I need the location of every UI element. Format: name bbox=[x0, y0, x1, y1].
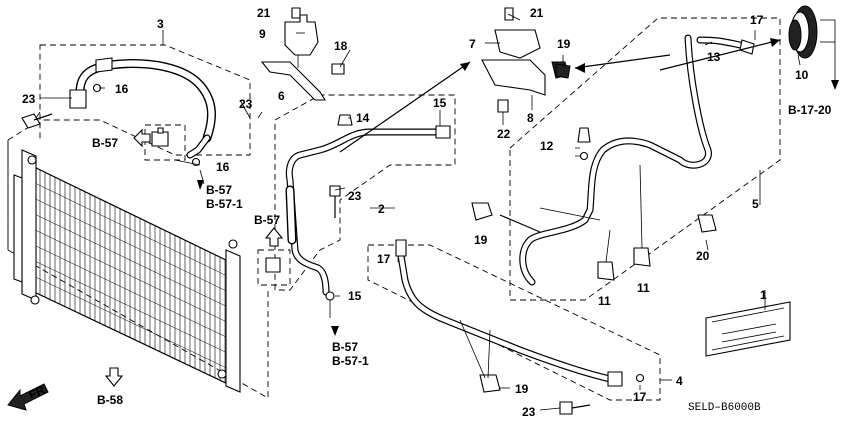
callout-9: 9 bbox=[259, 27, 266, 41]
callout-23d: 23 bbox=[522, 405, 536, 419]
callout-1: 1 bbox=[760, 288, 767, 302]
bracket-right-center bbox=[481, 7, 569, 113]
callout-23b: 23 bbox=[239, 97, 253, 111]
ref-b57-1-a: B-57-1 bbox=[206, 197, 243, 211]
callout-12: 12 bbox=[540, 139, 554, 153]
bracket-top-center bbox=[260, 7, 345, 101]
diagram-code: SELD–B6000B bbox=[688, 402, 761, 414]
condenser-tube bbox=[29, 227, 231, 324]
callout-22: 22 bbox=[497, 127, 511, 141]
callout-17c: 17 bbox=[633, 390, 647, 404]
condenser-tube bbox=[29, 196, 231, 293]
receiver-line bbox=[509, 17, 781, 301]
leader-lines bbox=[35, 13, 801, 411]
front-label: FR. bbox=[27, 381, 50, 402]
callout-5: 5 bbox=[752, 197, 759, 211]
callout-17b: 17 bbox=[377, 252, 391, 266]
callout-20: 20 bbox=[696, 249, 710, 263]
callout-15a: 15 bbox=[433, 96, 447, 110]
condenser bbox=[7, 119, 269, 399]
callout-8: 8 bbox=[527, 111, 534, 125]
reference-arrows bbox=[104, 128, 284, 387]
callout-23a: 23 bbox=[22, 92, 36, 106]
label-plate bbox=[705, 301, 791, 357]
callout-16b: 16 bbox=[216, 160, 230, 174]
callout-18: 18 bbox=[334, 39, 348, 53]
callout-17a: 17 bbox=[750, 13, 764, 27]
ref-b57-mid: B-57 bbox=[254, 213, 280, 227]
callout-19b: 19 bbox=[474, 233, 488, 247]
discharge-hose bbox=[21, 44, 251, 167]
callout-11a: 11 bbox=[598, 294, 611, 308]
callout-21b: 21 bbox=[530, 6, 544, 20]
suction-pipe bbox=[257, 94, 456, 301]
callout-23c: 23 bbox=[348, 189, 362, 203]
ref-b57-left: B-57 bbox=[92, 136, 118, 150]
front-direction-arrow bbox=[7, 383, 49, 411]
callout-labels: 3 23 16 16 21 9 18 23 6 14 15 2 23 15 7 … bbox=[22, 6, 809, 419]
callout-13: 13 bbox=[707, 50, 721, 64]
condenser-tube bbox=[29, 211, 231, 309]
compressor bbox=[788, 5, 818, 59]
callout-10: 10 bbox=[795, 68, 809, 82]
callout-16a: 16 bbox=[115, 82, 129, 96]
callout-2: 2 bbox=[378, 202, 385, 216]
ref-b57-a: B-57 bbox=[206, 183, 232, 197]
arrow-heads bbox=[197, 19, 839, 336]
condenser-tube bbox=[29, 180, 231, 278]
ref-b57-b: B-57 bbox=[332, 340, 358, 354]
condenser-tube bbox=[29, 242, 231, 340]
callout-19c: 19 bbox=[515, 382, 529, 396]
condenser-tube bbox=[29, 258, 231, 355]
condenser-tube bbox=[29, 274, 231, 370]
clamps bbox=[471, 63, 717, 393]
ref-b17-20: B-17-20 bbox=[788, 103, 832, 117]
reference-labels: B-57 B-57 B-57-1 B-57 B-57 B-57-1 B-58 B… bbox=[27, 103, 832, 414]
callout-15b: 15 bbox=[348, 289, 362, 303]
callout-4: 4 bbox=[676, 374, 683, 388]
callout-7: 7 bbox=[469, 37, 476, 51]
callout-11b: 11 bbox=[637, 281, 650, 295]
ref-b57-1-b: B-57-1 bbox=[332, 354, 369, 368]
liquid-line bbox=[367, 239, 661, 415]
callout-19a: 19 bbox=[557, 37, 571, 51]
callout-3: 3 bbox=[157, 17, 164, 31]
ref-b58: B-58 bbox=[97, 393, 123, 407]
callout-6: 6 bbox=[278, 89, 285, 103]
callout-14: 14 bbox=[356, 111, 370, 125]
callout-21a: 21 bbox=[257, 6, 271, 20]
block-fitting-left bbox=[144, 124, 186, 161]
